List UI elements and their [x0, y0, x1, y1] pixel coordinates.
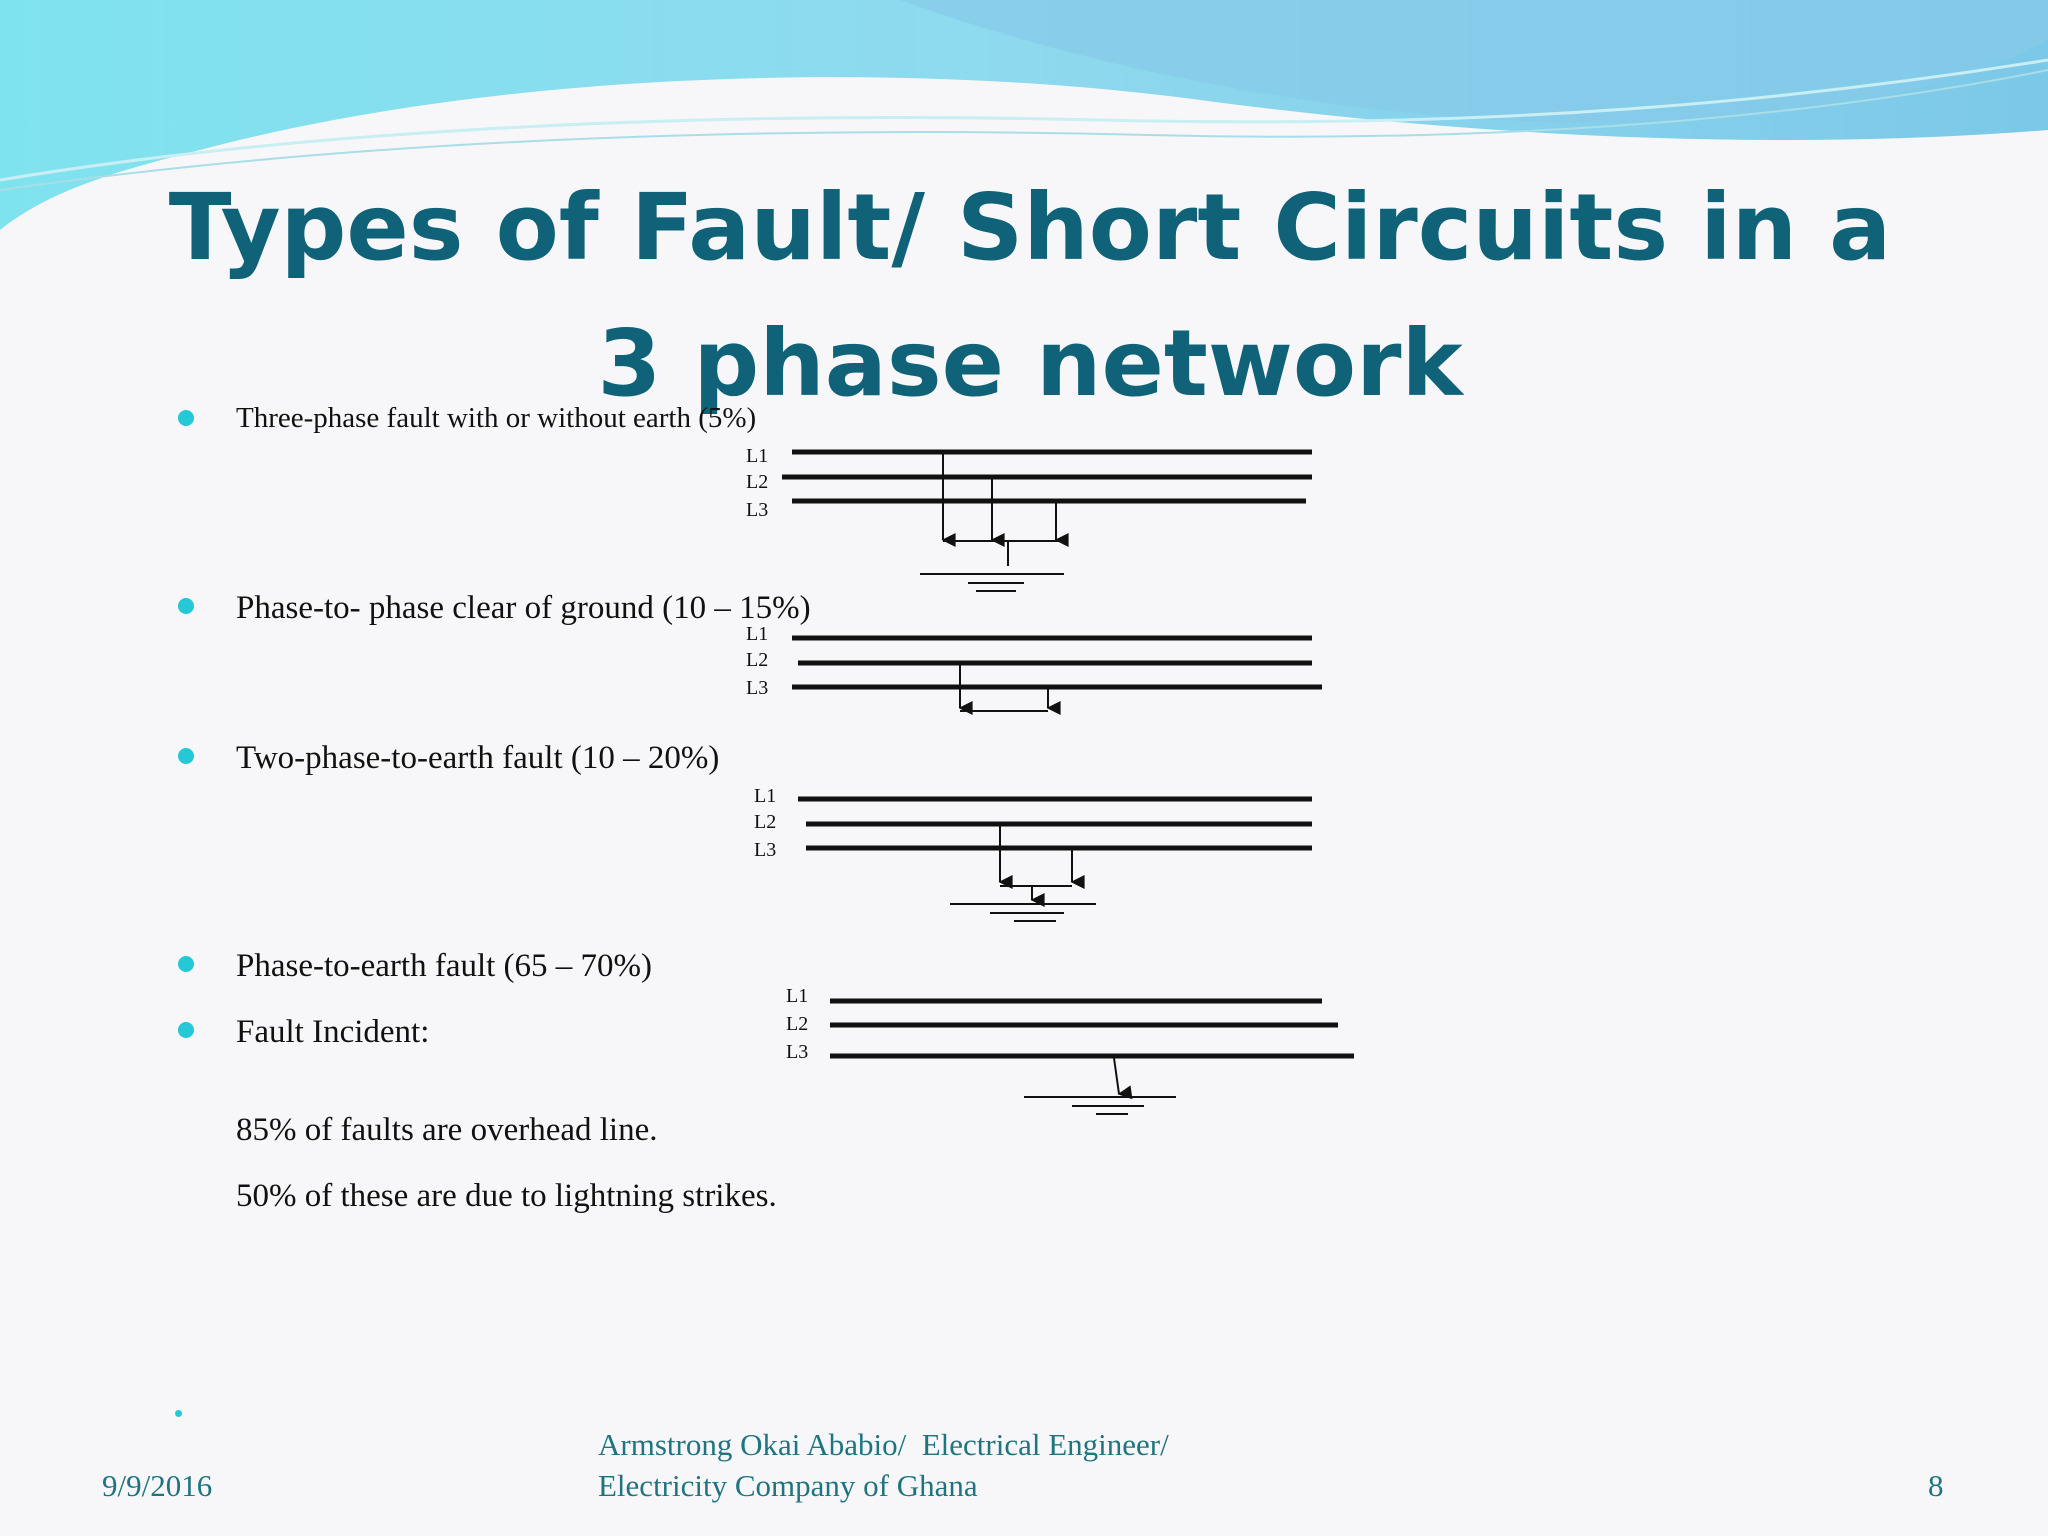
fault-stat-lightning: 50% of these are due to lightning strike… [236, 1178, 777, 1214]
label-l2: L2 [786, 1013, 808, 1035]
footer-author-line2: Electricity Company of Ghana [598, 1468, 978, 1503]
bullet-phase-to-earth: Phase-to-earth fault (65 – 70%) [236, 948, 653, 984]
header-wave-decoration [0, 0, 2048, 230]
label-l1: L1 [786, 985, 808, 1007]
footer-date: 9/9/2016 [102, 1468, 213, 1503]
label-l3: L3 [746, 499, 768, 521]
label-l1: L1 [746, 445, 768, 467]
bullet-fault-incident: Fault Incident: [236, 1014, 430, 1050]
label-l2: L2 [754, 811, 776, 833]
page-number: 8 [1928, 1468, 1944, 1503]
label-l1: L1 [754, 785, 776, 807]
bullet-dot [178, 956, 194, 972]
label-l2: L2 [746, 471, 768, 493]
footer-author: Armstrong Okai Ababio/ Electrical Engine… [598, 1424, 1169, 1506]
diagram-phase-to-earth: L1 L2 L3 [786, 985, 1354, 1115]
bullet-dot [178, 410, 194, 426]
label-l3: L3 [786, 1041, 808, 1063]
slide-title: Types of Fault/ Short Circuits in a 3 ph… [168, 174, 1892, 417]
footer-author-line1: Armstrong Okai Ababio/ Electrical Engine… [598, 1427, 1169, 1462]
bullet-phase-to-phase: Phase-to- phase clear of ground (10 – 15… [236, 590, 811, 626]
diagram-phase-to-phase: L1 L2 L3 [746, 623, 1322, 715]
bullet-dot [178, 1022, 194, 1038]
label-l1: L1 [746, 623, 768, 645]
label-l2: L2 [746, 649, 768, 671]
diagram-two-phase-to-earth: L1 L2 L3 [754, 785, 1312, 922]
diagram-three-phase-fault: L1 L2 L3 [746, 445, 1312, 592]
bullet-two-phase-to-earth: Two-phase-to-earth fault (10 – 20%) [236, 740, 720, 776]
bullet-three-phase-fault: Three-phase fault with or without earth … [236, 402, 757, 434]
label-l3: L3 [754, 839, 776, 861]
label-l3: L3 [746, 677, 768, 699]
bullet-dot [178, 598, 194, 614]
fault-stat-overhead: 85% of faults are overhead line. [236, 1112, 658, 1148]
bullet-dot [178, 748, 194, 764]
empty-bullet-dot [175, 1410, 182, 1417]
